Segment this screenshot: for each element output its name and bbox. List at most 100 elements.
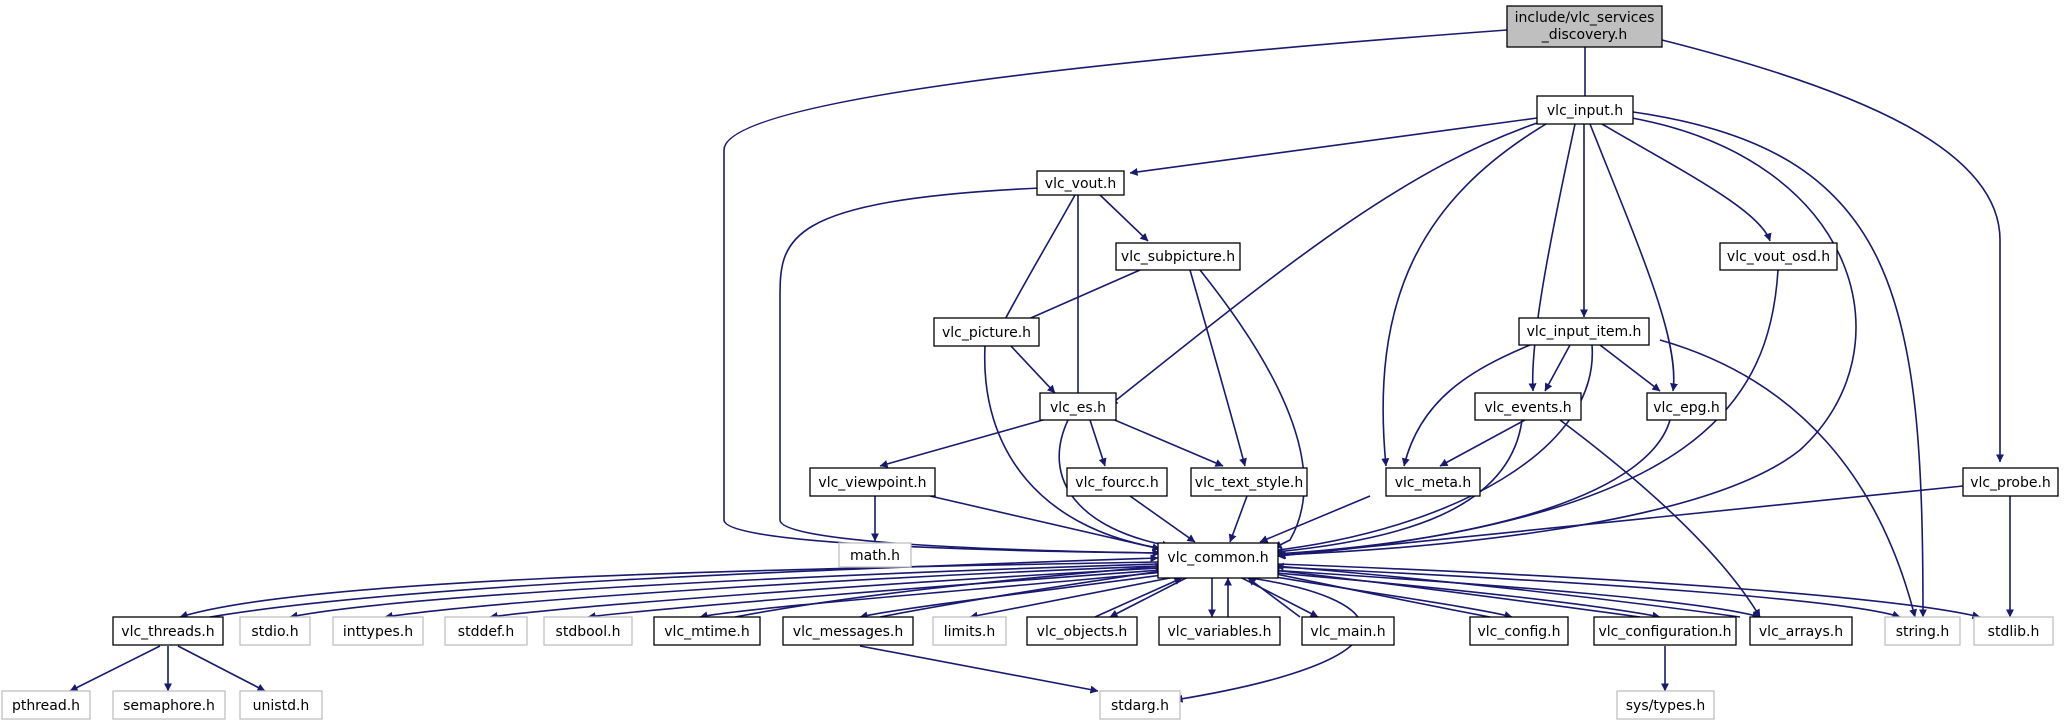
node-stdbool-box xyxy=(543,616,633,646)
node-vlc-text-style-box xyxy=(1190,467,1308,497)
node-root[interactable]: include/vlc_services _discovery.h xyxy=(1506,5,1663,48)
node-root-label-line1: include/vlc_services xyxy=(1515,10,1655,26)
edge-input-to-vout-osd xyxy=(1601,123,1772,242)
edge-common-to-arrays xyxy=(1269,569,1761,619)
node-vlc-vout-osd[interactable]: vlc_vout_osd.h xyxy=(1719,242,1838,271)
node-vlc-mtime[interactable]: vlc_mtime.h xyxy=(653,616,761,646)
node-stdlib[interactable]: stdlib.h xyxy=(1973,616,2054,646)
node-math-label: math.h xyxy=(850,548,900,564)
edge-main-to-common xyxy=(1247,577,1301,618)
node-vlc-arrays[interactable]: vlc_arrays.h xyxy=(1749,616,1853,646)
node-vlc-threads[interactable]: vlc_threads.h xyxy=(112,616,224,646)
node-vlc-fourcc-label: vlc_fourcc.h xyxy=(1075,475,1158,491)
node-stdarg-box xyxy=(1099,690,1181,720)
node-stdio[interactable]: stdio.h xyxy=(239,616,311,646)
node-vlc-messages[interactable]: vlc_messages.h xyxy=(782,616,914,646)
node-vlc-common-box xyxy=(1157,542,1279,579)
node-vlc-es[interactable]: vlc_es.h xyxy=(1039,392,1117,421)
edge-vout-to-picture xyxy=(999,194,1076,330)
node-vlc-vout[interactable]: vlc_vout.h xyxy=(1036,170,1125,196)
node-vlc-fourcc[interactable]: vlc_fourcc.h xyxy=(1066,467,1168,497)
node-sys-types[interactable]: sys/types.h xyxy=(1616,690,1715,720)
node-vlc-variables-label: vlc_variables.h xyxy=(1168,624,1272,640)
node-vlc-configuration-label: vlc_configuration.h xyxy=(1598,624,1731,640)
node-stddef-label: stddef.h xyxy=(458,624,514,640)
edges xyxy=(69,29,2014,703)
node-vlc-picture-box xyxy=(933,317,1040,347)
node-root-box xyxy=(1506,5,1663,48)
node-limits-box xyxy=(932,616,1007,646)
edge-text-style-to-common xyxy=(1228,495,1248,543)
node-stdlib-box xyxy=(1973,616,2054,646)
node-vlc-epg[interactable]: vlc_epg.h xyxy=(1646,392,1727,421)
edge-messages-to-stdarg xyxy=(859,645,1099,694)
edge-input-to-epg xyxy=(1589,123,1678,392)
edge-vout-to-common xyxy=(779,187,1161,557)
edge-input-item-to-epg xyxy=(1599,344,1661,392)
node-vlc-input-item[interactable]: vlc_input_item.h xyxy=(1518,317,1650,346)
edge-root-to-vlc-probe xyxy=(1661,39,2004,463)
node-vlc-vout-osd-box xyxy=(1719,242,1838,271)
node-root-label-line2: _discovery.h xyxy=(1541,27,1628,43)
node-string[interactable]: string.h xyxy=(1884,616,1961,646)
node-stdlib-label: stdlib.h xyxy=(1988,624,2040,640)
node-vlc-viewpoint-box xyxy=(809,467,936,497)
node-semaphore[interactable]: semaphore.h xyxy=(112,690,226,720)
node-inttypes[interactable]: inttypes.h xyxy=(332,616,424,646)
node-vlc-vout-osd-label: vlc_vout_osd.h xyxy=(1727,249,1830,265)
node-vlc-meta[interactable]: vlc_meta.h xyxy=(1385,467,1481,497)
node-vlc-input[interactable]: vlc_input.h xyxy=(1536,95,1634,125)
node-semaphore-box xyxy=(112,690,226,720)
node-vlc-variables[interactable]: vlc_variables.h xyxy=(1158,616,1281,646)
edge-events-to-meta xyxy=(1439,419,1526,467)
node-vlc-common[interactable]: vlc_common.h xyxy=(1157,542,1279,579)
node-stdarg[interactable]: stdarg.h xyxy=(1099,690,1181,720)
node-limits[interactable]: limits.h xyxy=(932,616,1007,646)
node-semaphore-label: semaphore.h xyxy=(123,698,215,714)
node-string-label: string.h xyxy=(1896,624,1950,640)
node-vlc-objects-label: vlc_objects.h xyxy=(1037,624,1128,640)
edge-input-to-es xyxy=(1109,121,1541,406)
node-math[interactable]: math.h xyxy=(838,542,912,568)
node-vlc-main[interactable]: vlc_main.h xyxy=(1301,616,1395,646)
node-vlc-probe[interactable]: vlc_probe.h xyxy=(1962,467,2059,497)
node-vlc-viewpoint[interactable]: vlc_viewpoint.h xyxy=(809,467,936,497)
edge-configuration-to-common xyxy=(1271,566,1641,618)
node-vlc-probe-label: vlc_probe.h xyxy=(1970,475,2051,491)
node-vlc-messages-label: vlc_messages.h xyxy=(793,624,903,640)
node-vlc-configuration[interactable]: vlc_configuration.h xyxy=(1593,616,1737,646)
edge-es-to-common xyxy=(1058,419,1171,549)
node-vlc-objects[interactable]: vlc_objects.h xyxy=(1026,616,1138,646)
node-vlc-configuration-box xyxy=(1593,616,1737,646)
edge-config-to-common xyxy=(1265,569,1491,618)
edge-es-to-fourcc xyxy=(1089,419,1107,467)
node-stdbool[interactable]: stdbool.h xyxy=(543,616,633,646)
node-unistd-label: unistd.h xyxy=(253,698,310,714)
node-vlc-picture[interactable]: vlc_picture.h xyxy=(933,317,1040,347)
edge-subpicture-to-text-style xyxy=(1189,269,1247,467)
node-vlc-es-label: vlc_es.h xyxy=(1050,400,1106,416)
edge-input-to-common xyxy=(1277,117,1857,559)
node-stddef[interactable]: stddef.h xyxy=(444,616,528,646)
node-vlc-main-label: vlc_main.h xyxy=(1310,624,1385,640)
edge-common-to-inttypes xyxy=(384,565,1159,620)
node-vlc-subpicture[interactable]: vlc_subpicture.h xyxy=(1115,242,1241,271)
node-stddef-box xyxy=(444,616,528,646)
edge-common-to-configuration xyxy=(1264,571,1661,620)
node-stdarg-label: stdarg.h xyxy=(1111,698,1169,714)
node-vlc-objects-box xyxy=(1026,616,1138,646)
edge-threads-to-pthread xyxy=(69,645,161,692)
node-vlc-arrays-box xyxy=(1749,616,1853,646)
edge-common-to-stdio xyxy=(289,563,1159,620)
node-vlc-input-label: vlc_input.h xyxy=(1547,103,1623,119)
node-vlc-events[interactable]: vlc_events.h xyxy=(1474,392,1582,421)
node-vlc-vout-box xyxy=(1036,170,1125,196)
node-unistd[interactable]: unistd.h xyxy=(239,690,323,720)
node-stdio-box xyxy=(239,616,311,646)
node-vlc-config[interactable]: vlc_config.h xyxy=(1469,616,1569,646)
node-vlc-subpicture-box xyxy=(1115,242,1241,271)
edge-vout-osd-to-common xyxy=(1276,269,1779,560)
node-inttypes-label: inttypes.h xyxy=(343,624,413,640)
node-pthread[interactable]: pthread.h xyxy=(1,690,91,720)
node-vlc-text-style[interactable]: vlc_text_style.h xyxy=(1190,467,1308,497)
